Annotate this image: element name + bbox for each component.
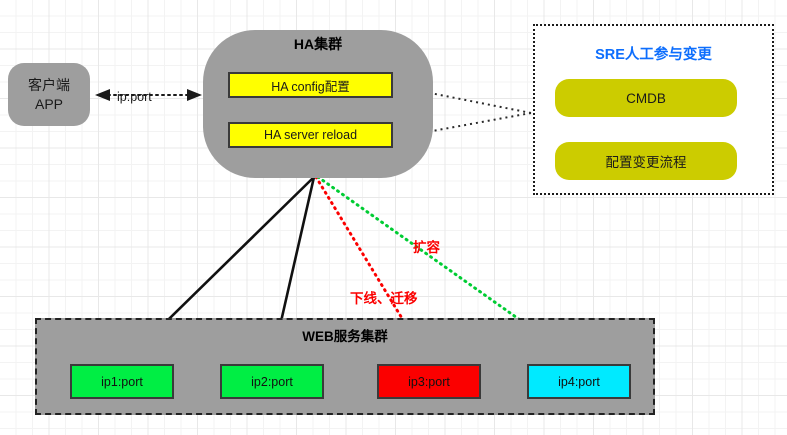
client-link-label: ip:port: [117, 90, 152, 104]
cmdb-box[interactable]: CMDB: [555, 79, 737, 117]
sre-panel-title: SRE人工参与变更: [595, 46, 712, 63]
ha-config-box[interactable]: HA config配置: [228, 72, 393, 98]
offline-migrate-edge-label: 下线、迁移: [350, 291, 418, 306]
client-app-node[interactable]: 客户端 APP: [8, 63, 90, 126]
client-app-label-line2: APP: [34, 95, 63, 112]
expand-edge-label: 扩容: [413, 240, 440, 255]
web-node-ip2[interactable]: ip2:port: [220, 364, 324, 399]
ha-cluster-container[interactable]: [203, 30, 433, 178]
web-node-ip1[interactable]: ip1:port: [70, 364, 174, 399]
web-node-ip4[interactable]: ip4:port: [527, 364, 631, 399]
ha-cluster-title: HA集群: [293, 36, 343, 52]
ha-server-reload-box[interactable]: HA server reload: [228, 122, 393, 148]
web-service-cluster-title: WEB服务集群: [302, 329, 388, 344]
web-node-ip3[interactable]: ip3:port: [377, 364, 481, 399]
client-app-label-line1: 客户端: [28, 77, 70, 94]
config-change-flow-box[interactable]: 配置变更流程: [555, 142, 737, 180]
